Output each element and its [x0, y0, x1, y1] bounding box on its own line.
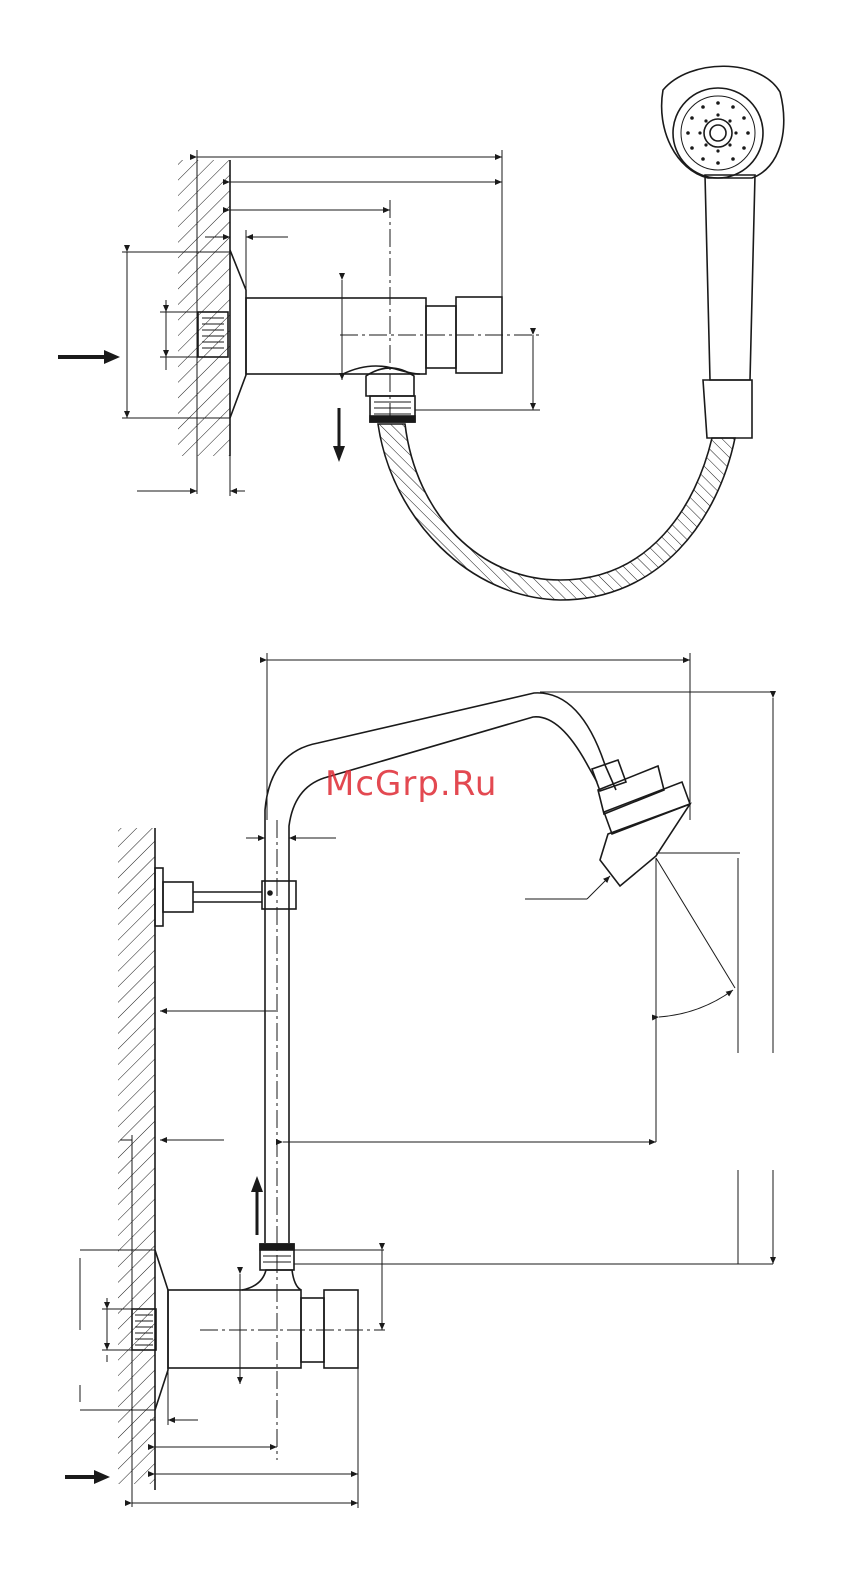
water-inlet-arrow-icon — [58, 350, 120, 364]
center-lines — [340, 200, 540, 424]
wall-bracket — [155, 868, 296, 926]
water-inlet-arrow-icon — [65, 1470, 110, 1484]
figure-hand-shower-set — [58, 66, 784, 600]
shower-head — [592, 760, 690, 886]
hatched-wall-icon — [178, 150, 230, 494]
hose-nut — [370, 396, 415, 422]
escutcheon — [155, 1250, 168, 1410]
watermark-logo: McGrp.Ru — [325, 764, 497, 804]
flexible-hose — [378, 424, 735, 600]
hatched-wall-icon — [118, 828, 155, 1507]
hand-shower — [662, 66, 784, 438]
water-outlet-arrow-icon — [251, 1176, 263, 1235]
water-outlet-arrow-icon — [333, 408, 345, 462]
escutcheon — [230, 250, 246, 418]
valve-body — [246, 297, 502, 396]
valve-body — [168, 1270, 358, 1368]
